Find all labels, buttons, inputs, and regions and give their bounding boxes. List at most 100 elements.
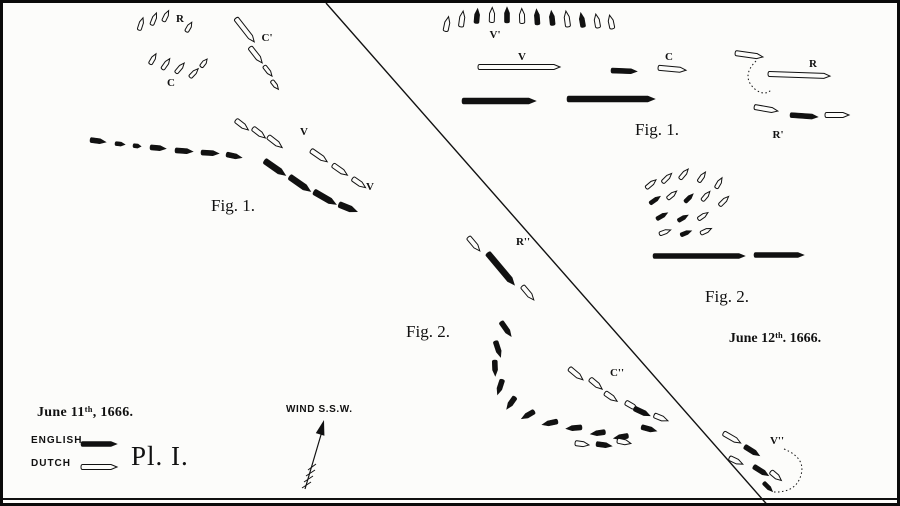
- dutch-ship: [728, 455, 744, 465]
- dutch-ship: [466, 235, 481, 252]
- english-ship: [633, 406, 651, 417]
- english-ship: [506, 395, 518, 410]
- english-ship: [612, 433, 629, 441]
- dutch-ship: [678, 168, 690, 181]
- dutch-ship: [616, 437, 633, 446]
- english-ship: [504, 6, 510, 24]
- english-ship: [520, 409, 536, 420]
- english-ship: [683, 193, 694, 204]
- english-ship: [789, 112, 819, 120]
- english-ship: [743, 444, 761, 457]
- dutch-ship: [574, 440, 591, 448]
- dutch-ship: [148, 52, 157, 66]
- english-ship: [114, 141, 126, 147]
- legend-dutch-swatch: [80, 464, 119, 470]
- ship-group-label: C: [665, 51, 673, 63]
- dutch-ship: [331, 162, 349, 176]
- english-ship: [485, 251, 515, 286]
- english-ship: [549, 9, 556, 26]
- dutch-ship: [518, 7, 526, 24]
- english-ship: [174, 147, 194, 155]
- dutch-ship: [666, 190, 678, 201]
- dutch-ship: [567, 366, 584, 381]
- legend-dutch-label: DUTCH: [31, 458, 71, 469]
- dutch-ship: [700, 190, 711, 202]
- english-ship: [640, 424, 658, 433]
- dutch-ship: [266, 134, 284, 149]
- figure-caption: Fig. 2.: [406, 322, 450, 341]
- english-ship: [499, 320, 512, 338]
- plate-number-label: Pl. I.: [131, 441, 189, 471]
- figure-caption: Fig. 1.: [635, 120, 679, 139]
- dutch-ship: [248, 45, 263, 64]
- dutch-ship: [658, 229, 672, 237]
- dutch-ship: [563, 9, 571, 28]
- dutch-ship: [136, 16, 144, 31]
- dutch-ship: [734, 50, 765, 60]
- dutch-ship: [661, 172, 673, 184]
- dutch-ship: [477, 64, 562, 70]
- dutch-ship: [769, 469, 783, 482]
- english-ship: [263, 158, 287, 176]
- english-ship: [677, 214, 689, 223]
- dutch-ship: [696, 171, 707, 183]
- dutch-ship: [174, 62, 186, 75]
- dutch-ship: [607, 13, 616, 30]
- dutch-ship: [458, 9, 466, 28]
- figure-caption: Fig. 1.: [211, 196, 255, 215]
- dutch-ship: [520, 284, 535, 301]
- wind-arrow-feather: [305, 469, 316, 477]
- ship-group-label: R'': [516, 236, 530, 248]
- ship-group-label: C': [262, 32, 273, 44]
- dutch-ship: [718, 195, 730, 207]
- english-ship: [578, 11, 586, 28]
- dotted-track: [772, 448, 803, 493]
- dutch-ship: [270, 79, 280, 91]
- dutch-ship: [644, 178, 657, 190]
- dutch-ship: [488, 6, 496, 23]
- dutch-ship: [351, 176, 367, 189]
- ship-group-label: R': [773, 129, 784, 141]
- english-ship: [496, 378, 505, 396]
- english-ship: [610, 67, 638, 75]
- dutch-ship: [160, 57, 171, 71]
- dutch-ship: [824, 112, 851, 118]
- wind-arrow-feather: [307, 463, 317, 471]
- dotted-track: [747, 60, 772, 94]
- english-ship: [652, 253, 746, 259]
- english-ship: [491, 359, 498, 377]
- english-ship: [288, 174, 312, 192]
- dutch-ship: [234, 118, 250, 131]
- english-ship: [473, 7, 480, 24]
- english-ship: [679, 230, 693, 237]
- dutch-ship: [657, 64, 688, 73]
- english-ship: [337, 201, 358, 213]
- dutch-ship: [161, 9, 170, 23]
- ship-group-label: V: [518, 51, 526, 63]
- dutch-ship: [309, 148, 329, 163]
- dutch-ship: [262, 64, 273, 78]
- dutch-ship: [184, 21, 193, 33]
- wind-arrow-feather: [303, 475, 314, 483]
- ship-group-label: V: [300, 126, 308, 138]
- dutch-ship: [722, 430, 742, 444]
- dutch-ship: [588, 377, 604, 390]
- english-ship: [566, 95, 656, 103]
- wind-arrow-head: [315, 420, 325, 436]
- dutch-ship: [699, 227, 713, 236]
- legend-english-swatch: [80, 441, 118, 447]
- english-ship: [200, 149, 220, 156]
- english-ship: [534, 8, 541, 26]
- ship-group-label: V': [490, 29, 501, 41]
- section-divider-line: [325, 3, 767, 503]
- dutch-ship: [593, 12, 601, 29]
- figure-caption: June 12ᵗʰ. 1666.: [729, 331, 821, 346]
- dutch-ship: [653, 412, 670, 422]
- english-ship: [493, 340, 502, 358]
- dutch-ship: [714, 176, 723, 190]
- english-ship: [595, 441, 613, 449]
- ship-group-label: C'': [610, 367, 624, 379]
- english-ship: [149, 144, 167, 151]
- dutch-ship: [442, 15, 451, 32]
